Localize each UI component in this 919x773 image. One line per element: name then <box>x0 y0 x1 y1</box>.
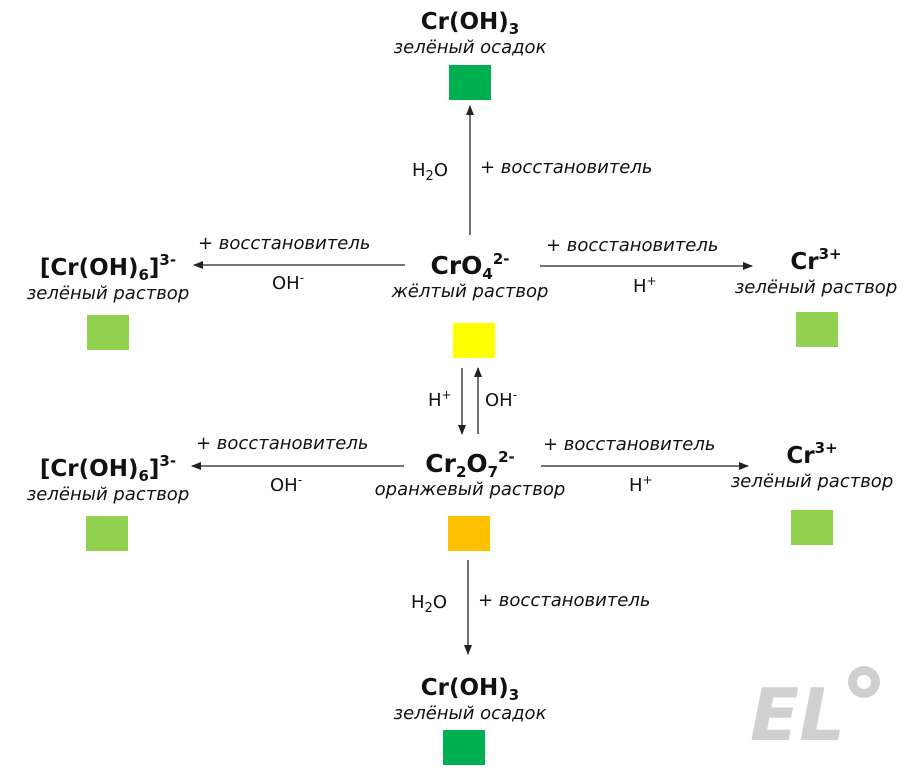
node-croh6-lower: [Cr(OH)6]3- зелёный раствор <box>8 452 208 507</box>
label-oh-lower-left: OH- <box>270 473 303 496</box>
desc-cr3-lower: зелёный раствор <box>730 471 894 492</box>
swatch-cr3-lower <box>791 510 833 545</box>
node-cr3-lower: Cr3+ зелёный раствор <box>712 439 912 494</box>
formula-croh3-top: Cr(OH)3 <box>420 9 520 38</box>
logo-text: EL <box>750 673 845 750</box>
label-h-lower-right: H+ <box>629 473 653 496</box>
label-h-upper-right: H+ <box>633 274 657 297</box>
node-cro4: CrO42- жёлтый раствор <box>360 252 580 304</box>
swatch-croh3-top <box>449 65 491 100</box>
label-reducer-top: + восстановитель <box>480 157 653 178</box>
swatch-croh6-upper <box>87 315 129 350</box>
label-oh-upper-left: OH- <box>272 271 305 294</box>
label-oh-middle: OH- <box>485 388 518 411</box>
swatch-croh3-bottom <box>443 730 485 765</box>
swatch-cro4 <box>453 323 495 358</box>
desc-cro4: жёлтый раствор <box>391 281 549 302</box>
node-croh3-top: Cr(OH)3 зелёный осадок <box>370 8 570 60</box>
desc-cr3-upper: зелёный раствор <box>734 277 898 298</box>
desc-cr2o7: оранжевый раствор <box>374 479 566 500</box>
label-h-middle: H+ <box>428 388 452 411</box>
swatch-cr2o7 <box>448 516 490 551</box>
logo-dot-inner <box>857 675 871 689</box>
formula-cr2o7: Cr2O72- <box>425 448 515 481</box>
el-logo: EL <box>750 666 880 750</box>
formula-croh6-lower: [Cr(OH)6]3- <box>39 452 177 485</box>
node-croh3-bottom: Cr(OH)3 зелёный осадок <box>370 674 570 726</box>
label-h2o-top: H2O <box>412 160 448 184</box>
label-reducer-bottom: + восстановитель <box>478 590 651 611</box>
label-reducer-lower-right: + восстановитель <box>543 434 716 455</box>
formula-cr3-upper: Cr3+ <box>790 245 842 276</box>
formula-croh6-upper: [Cr(OH)6]3- <box>39 251 177 284</box>
swatch-cr3-upper <box>796 312 838 347</box>
formula-croh3-bottom: Cr(OH)3 <box>420 675 520 704</box>
label-reducer-upper-right: + восстановитель <box>546 235 719 256</box>
label-reducer-upper-left: + восстановитель <box>198 233 371 254</box>
node-croh6-upper: [Cr(OH)6]3- зелёный раствор <box>8 251 208 306</box>
desc-croh3-bottom: зелёный осадок <box>393 703 547 724</box>
label-h2o-bottom: H2O <box>411 592 447 616</box>
desc-croh6-upper: зелёный раствор <box>26 283 190 304</box>
node-cr3-upper: Cr3+ зелёный раствор <box>716 245 916 300</box>
formula-cr3-lower: Cr3+ <box>786 439 838 470</box>
desc-croh3-top: зелёный осадок <box>393 37 547 58</box>
swatch-croh6-lower <box>86 516 128 551</box>
formula-cro4: CrO42- <box>430 250 510 283</box>
desc-croh6-lower: зелёный раствор <box>26 484 190 505</box>
label-reducer-lower-left: + восстановитель <box>196 433 369 454</box>
node-cr2o7: Cr2O72- оранжевый раствор <box>350 450 590 502</box>
